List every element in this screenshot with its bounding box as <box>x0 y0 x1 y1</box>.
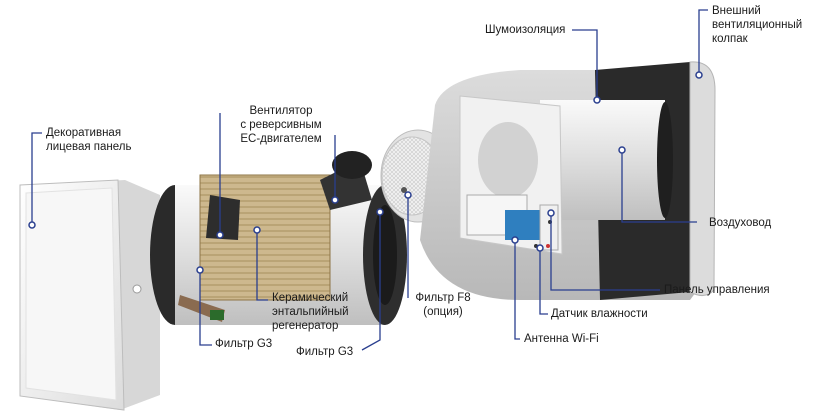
leader-humidity <box>539 248 548 315</box>
label-control-panel: Панель управления <box>664 284 770 296</box>
label-front-panel: Декоративная лицевая панель <box>46 127 132 153</box>
leader-lines <box>31 9 708 351</box>
leader-duct <box>621 150 697 223</box>
label-filter-g3-left: Фильтр G3 <box>215 338 273 350</box>
label-ceramic: Керамический энтальпийный регенератор <box>272 292 349 332</box>
leader-dots <box>28 71 703 274</box>
leader-ceramic <box>256 230 268 301</box>
leader-wifi <box>514 240 520 340</box>
label-fan: Вентилятор с реверсивным ЕС-двигателем <box>240 105 322 145</box>
front-panel-shape <box>19 179 160 411</box>
label-humidity-sensor: Датчик влажности <box>551 308 648 320</box>
label-insulation: Шумоизоляция <box>485 24 566 36</box>
leader-front-panel <box>31 132 42 225</box>
leader-insulation <box>572 29 598 100</box>
label-duct: Воздуховод <box>709 217 772 229</box>
control-unit-shape <box>459 95 563 255</box>
label-wifi-antenna: Антенна Wi-Fi <box>524 333 599 345</box>
leader-filter-g3-right <box>361 212 381 351</box>
label-hood: Внешний вентиляционный колпак <box>712 5 803 45</box>
label-filter-f8: Фильтр F8 (опция) <box>415 292 471 318</box>
leader-hood <box>698 9 708 75</box>
leader-filter-g3-left <box>199 270 212 346</box>
label-filter-g3-right: Фильтр G3 <box>296 346 354 358</box>
leader-control <box>550 213 660 291</box>
